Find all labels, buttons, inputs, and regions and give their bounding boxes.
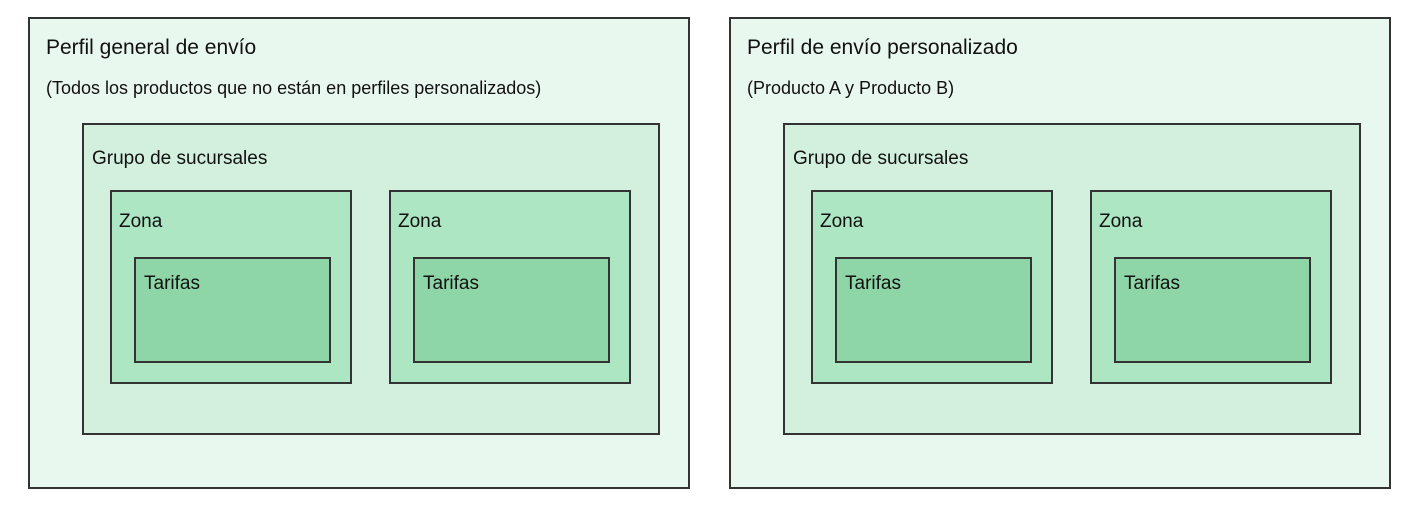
- zone-label: Zona: [1099, 211, 1143, 232]
- rates-label: Tarifas: [423, 273, 479, 294]
- zone-box: Zona Tarifas: [110, 190, 352, 384]
- shipping-profiles-diagram: Perfil general de envío (Todos los produ…: [28, 17, 1391, 489]
- zone-label: Zona: [119, 211, 163, 232]
- custom-shipping-profile-panel: Perfil de envío personalizado (Producto …: [729, 17, 1391, 489]
- rates-label: Tarifas: [845, 273, 901, 294]
- branch-group-label: Grupo de sucursales: [793, 148, 969, 169]
- zone-row: Zona Tarifas Zona Tarifas: [811, 190, 1359, 384]
- profile-title: Perfil de envío personalizado: [747, 36, 1018, 59]
- branch-group-box: Grupo de sucursales Zona Tarifas Zona Ta…: [783, 123, 1361, 435]
- zone-box: Zona Tarifas: [811, 190, 1053, 384]
- rates-box: Tarifas: [1114, 257, 1311, 363]
- zone-box: Zona Tarifas: [1090, 190, 1332, 384]
- zone-label: Zona: [398, 211, 442, 232]
- profile-subtitle: (Todos los productos que no están en per…: [46, 78, 542, 98]
- rates-label: Tarifas: [1124, 273, 1180, 294]
- profile-title: Perfil general de envío: [46, 36, 257, 59]
- rates-box: Tarifas: [413, 257, 610, 363]
- rates-box: Tarifas: [134, 257, 331, 363]
- branch-group-box: Grupo de sucursales Zona Tarifas Zona Ta…: [82, 123, 660, 435]
- zone-box: Zona Tarifas: [389, 190, 631, 384]
- branch-group-label: Grupo de sucursales: [92, 148, 268, 169]
- general-shipping-profile-panel: Perfil general de envío (Todos los produ…: [28, 17, 690, 489]
- zone-row: Zona Tarifas Zona Tarifas: [110, 190, 658, 384]
- rates-label: Tarifas: [144, 273, 200, 294]
- rates-box: Tarifas: [835, 257, 1032, 363]
- profile-subtitle: (Producto A y Producto B): [747, 78, 955, 98]
- zone-label: Zona: [820, 211, 864, 232]
